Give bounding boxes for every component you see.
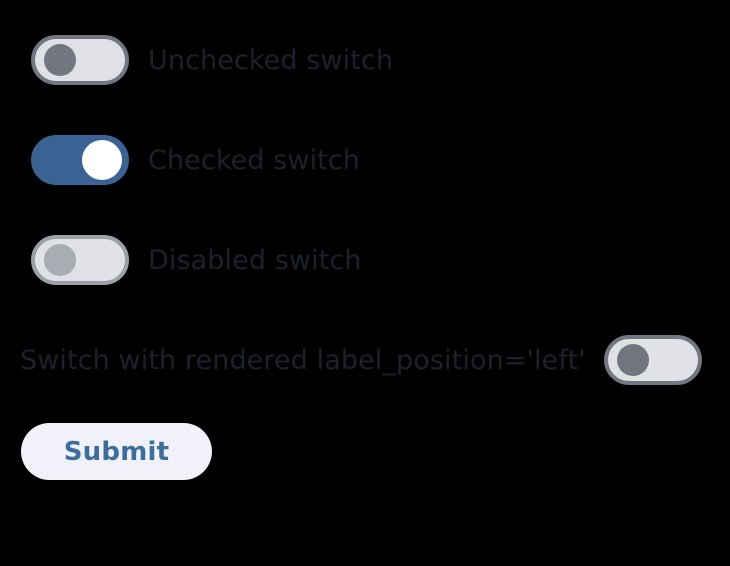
toggle-switch-unchecked[interactable]	[31, 35, 129, 85]
switch-row-disabled: Disabled switch	[0, 235, 730, 285]
switch-row-label-left: Switch with rendered label_position='lef…	[0, 335, 730, 385]
toggle-switch-disabled	[31, 235, 129, 285]
switch-knob-icon	[44, 44, 76, 76]
toggle-switch-checked[interactable]	[31, 135, 129, 185]
switch-knob-icon	[82, 140, 122, 180]
switch-label-left-position: Switch with rendered label_position='lef…	[20, 344, 586, 376]
switch-row-checked: Checked switch	[0, 135, 730, 185]
switch-label-disabled: Disabled switch	[148, 244, 362, 276]
switch-row-unchecked: Unchecked switch	[0, 35, 730, 85]
switch-knob-icon	[44, 244, 76, 276]
switch-label-checked: Checked switch	[148, 144, 361, 176]
switch-label-unchecked: Unchecked switch	[148, 44, 394, 76]
switch-knob-icon	[616, 344, 649, 376]
submit-button[interactable]: Submit	[21, 423, 212, 480]
toggle-switch-label-left[interactable]	[603, 335, 702, 385]
